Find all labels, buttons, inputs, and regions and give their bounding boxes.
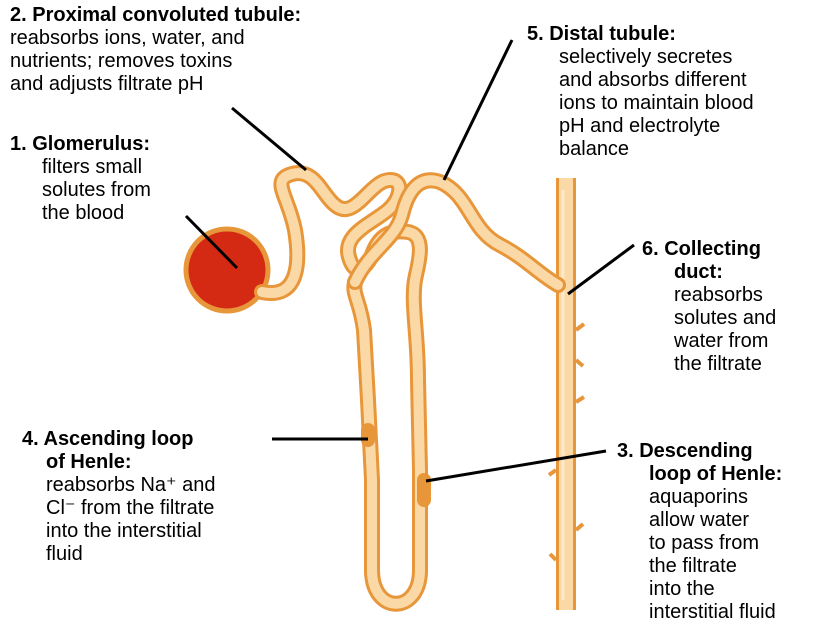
- label-distal-tubule: 5. Distal tubule: selectively secretes a…: [527, 23, 754, 161]
- leader-line-collecting: [568, 245, 634, 294]
- label-descending-loop: 3. Descending loop of Henle: aquaporins …: [617, 440, 782, 624]
- label-line: interstitial fluid: [617, 601, 782, 624]
- label-title: 1. Glomerulus:: [10, 133, 151, 156]
- leader-line-descending: [426, 451, 606, 481]
- label-glomerulus: 1. Glomerulus: filters small solutes fro…: [10, 133, 151, 225]
- leader-line-distal: [444, 40, 512, 180]
- label-line: selectively secretes: [527, 46, 754, 69]
- label-line: allow water: [617, 509, 782, 532]
- label-title: 4. Ascending loop: [22, 428, 216, 451]
- label-line: the filtrate: [617, 555, 782, 578]
- glomerulus: [186, 229, 268, 311]
- label-title: 2. Proximal convoluted tubule:: [10, 4, 301, 27]
- label-line: the filtrate: [642, 353, 776, 376]
- label-title: 5. Distal tubule:: [527, 23, 754, 46]
- label-line: water from: [642, 330, 776, 353]
- label-collecting-duct: 6. Collecting duct: reabsorbs solutes an…: [642, 238, 776, 376]
- label-line: solutes from: [10, 179, 151, 202]
- label-line: pH and electrolyte: [527, 115, 754, 138]
- label-line: fluid: [22, 543, 216, 566]
- label-line: aquaporins: [617, 486, 782, 509]
- label-title: of Henle:: [22, 451, 216, 474]
- label-title: 6. Collecting: [642, 238, 776, 261]
- label-line: balance: [527, 138, 754, 161]
- label-line: reabsorbs Na⁺ and: [22, 474, 216, 497]
- renal-tubule: [262, 173, 558, 604]
- label-line: reabsorbs ions, water, and: [10, 27, 301, 50]
- label-ascending-loop: 4. Ascending loop of Henle: reabsorbs Na…: [22, 428, 216, 566]
- label-line: to pass from: [617, 532, 782, 555]
- leader-line-proximal: [232, 108, 306, 170]
- label-line: the blood: [10, 202, 151, 225]
- label-line: nutrients; removes toxins: [10, 50, 301, 73]
- label-title: 3. Descending: [617, 440, 782, 463]
- label-line: reabsorbs: [642, 284, 776, 307]
- label-proximal-tubule: 2. Proximal convoluted tubule: reabsorbs…: [10, 4, 301, 96]
- label-line: Cl⁻ from the filtrate: [22, 497, 216, 520]
- label-line: into the: [617, 578, 782, 601]
- label-line: and absorbs different: [527, 69, 754, 92]
- collecting-duct: [549, 178, 584, 610]
- label-line: and adjusts filtrate pH: [10, 73, 301, 96]
- label-line: filters small: [10, 156, 151, 179]
- label-line: solutes and: [642, 307, 776, 330]
- label-title: duct:: [642, 261, 776, 284]
- label-line: into the interstitial: [22, 520, 216, 543]
- label-title: loop of Henle:: [617, 463, 782, 486]
- label-line: ions to maintain blood: [527, 92, 754, 115]
